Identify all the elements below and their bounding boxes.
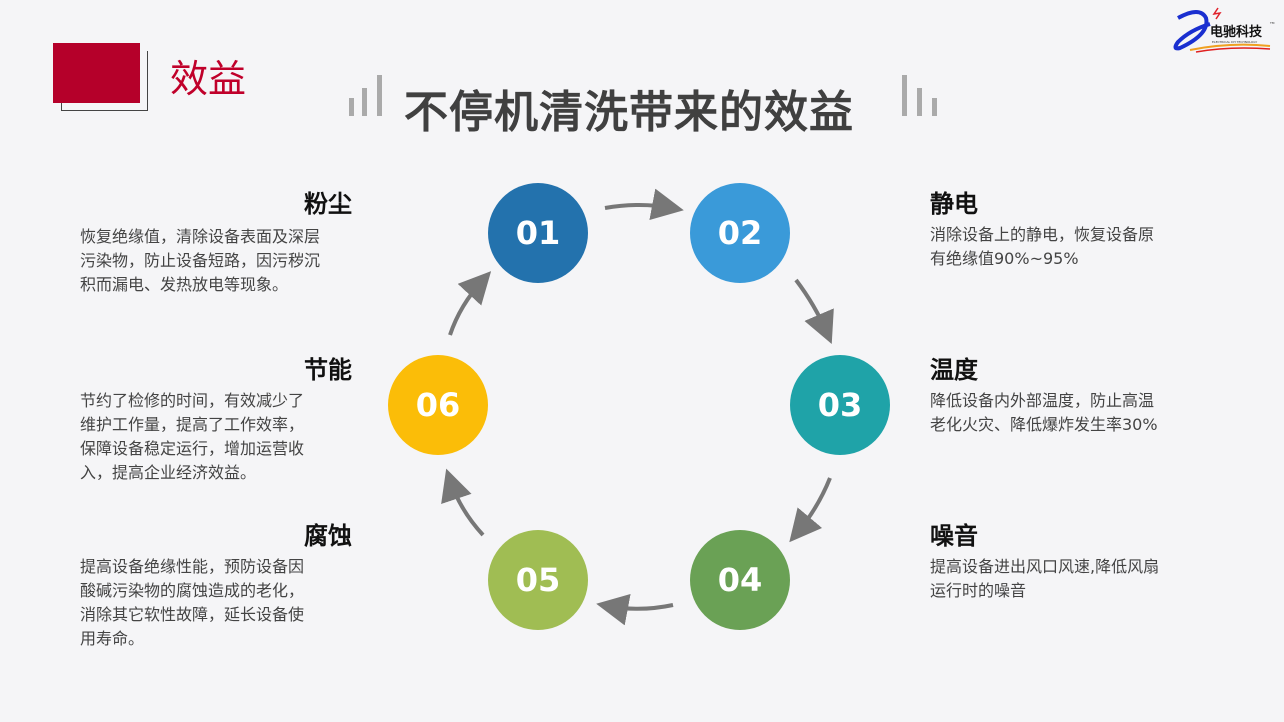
benefit-noise: 噪音 提高设备进出风口风速,降低风扇 运行时的噪音 [930,516,1220,603]
benefit-heading: 粉尘 [304,190,352,218]
title-deco-bar [932,98,937,116]
benefit-heading: 静电 [930,190,978,218]
arrow-06-01 [448,271,492,336]
benefit-energy: 节能 节约了检修的时间，有效减少了 维护工作量，提高了工作效率， 保障设备稳定运… [80,350,352,485]
arrow-01-02 [604,188,684,221]
benefit-heading: 腐蚀 [304,522,352,550]
arrow-04-05 [596,593,674,626]
benefit-static: 静电 消除设备上的静电，恢复设备原 有绝缘值90%~95% [930,184,1220,271]
benefit-text: 老化火灾、降低爆炸发生率30% [930,415,1158,434]
step-02-circle: 02 [690,183,790,283]
step-03-circle: 03 [790,355,890,455]
arrow-02-03 [794,278,834,345]
company-logo: 电驰科技 ELECTRICAL DH TECHNOLOGY TM [1170,4,1275,54]
svg-text:ELECTRICAL DH TECHNOLOGY: ELECTRICAL DH TECHNOLOGY [1212,40,1257,44]
benefit-text: 积而漏电、发热放电等现象。 [80,275,289,294]
benefit-text: 运行时的噪音 [930,581,1027,600]
benefit-dust: 粉尘 恢复绝缘值，清除设备表面及深层 污染物，防止设备短路，因污秽沉 积而漏电、… [80,184,352,297]
section-label: 效益 [170,57,247,101]
benefit-heading: 节能 [304,356,352,384]
benefit-text: 提高设备绝缘性能，预防设备因 [80,557,305,576]
title-deco-bar [362,88,367,116]
step-04-circle: 04 [690,530,790,630]
benefit-text: 酸碱污染物的腐蚀造成的老化， [80,581,305,600]
title-deco-bar [349,98,354,116]
svg-text:电驰科技: 电驰科技 [1210,24,1263,40]
arrow-03-04 [789,477,832,543]
title-deco-bar [917,88,922,116]
benefit-text: 恢复绝缘值，清除设备表面及深层 [80,227,321,246]
benefit-heading: 噪音 [930,522,978,550]
benefit-text: 节约了检修的时间，有效减少了 [80,391,305,410]
benefit-text: 提高设备进出风口风速,降低风扇 [930,557,1160,576]
page-title: 不停机清洗带来的效益 [404,87,854,138]
benefit-corrosion: 腐蚀 提高设备绝缘性能，预防设备因 酸碱污染物的腐蚀造成的老化， 消除其它软性故… [80,516,352,651]
arrow-05-06 [441,468,485,537]
svg-text:TM: TM [1269,21,1275,25]
benefit-text: 降低设备内外部温度，防止高温 [930,391,1155,410]
step-05-circle: 05 [488,530,588,630]
benefit-text: 消除设备上的静电，恢复设备原 [930,225,1155,244]
benefit-temperature: 温度 降低设备内外部温度，防止高温 老化火灾、降低爆炸发生率30% [930,350,1220,437]
benefit-text: 入，提高企业经济效益。 [80,463,257,482]
step-01-circle: 01 [488,183,588,283]
title-deco-bar [377,75,382,116]
benefit-text: 保障设备稳定运行，增加运营收 [80,439,305,458]
benefit-text: 维护工作量，提高了工作效率， [80,415,305,434]
benefit-text: 有绝缘值90%~95% [930,249,1079,268]
title-deco-bar [902,75,907,116]
section-marker [53,43,140,103]
benefit-heading: 温度 [930,356,978,384]
benefit-text: 污染物，防止设备短路，因污秽沉 [80,251,321,270]
benefit-text: 消除其它软性故障，延长设备使 [80,605,305,624]
benefit-text: 用寿命。 [80,629,145,648]
step-06-circle: 06 [388,355,488,455]
